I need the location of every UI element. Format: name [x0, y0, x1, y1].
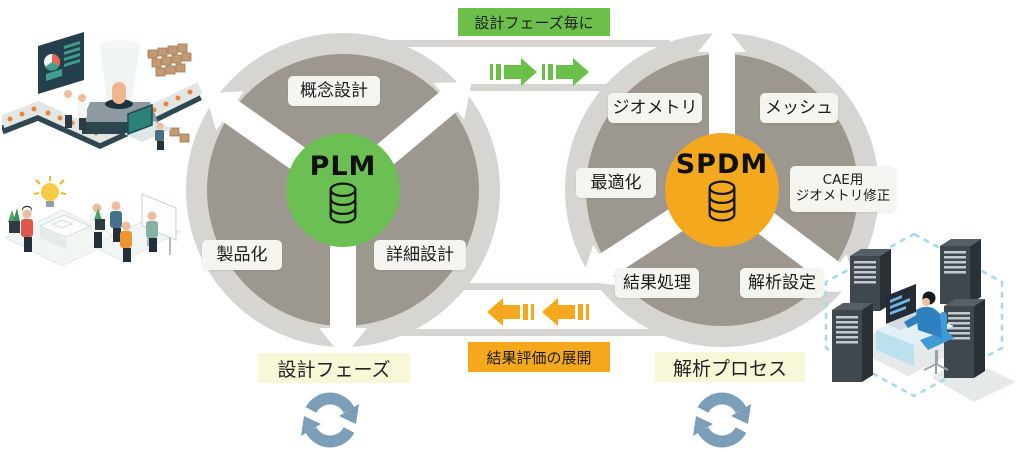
phase-label: 製品化	[216, 244, 268, 265]
bottom-flow-banner: 結果評価の展開	[468, 342, 610, 372]
database-icon	[708, 180, 736, 222]
double-arrow-right-icon	[490, 58, 589, 86]
dashboard-screen	[38, 32, 84, 94]
plm-phase-detail-design: 詳細設計	[374, 240, 466, 270]
cycle-icon	[693, 399, 751, 442]
phase-label: 結果処理	[623, 272, 691, 293]
plm-phase-concept-design: 概念設計	[288, 76, 380, 106]
spdm-phase-cae-geometry-fix: CAE用 ジオメトリ修正	[790, 166, 896, 212]
server-racks	[832, 239, 985, 382]
top-flow-label: 設計フェーズ毎に	[474, 13, 594, 32]
phase-label: ジオメトリ	[612, 97, 698, 118]
phase-label: 詳細設計	[386, 244, 454, 265]
plm-center: PLM	[283, 153, 403, 224]
phase-label: 最適化	[590, 172, 642, 193]
top-flow-banner: 設計フェーズ毎に	[458, 8, 610, 36]
spdm-phase-analysis-setup: 解析設定	[740, 268, 824, 298]
factory-illustration	[2, 32, 202, 150]
double-arrow-left-icon	[487, 298, 589, 326]
workers	[63, 90, 87, 130]
spdm-phase-mesh: メッシュ	[760, 93, 838, 123]
phase-label-line2: ジオメトリ修正	[795, 188, 891, 204]
idea-lightbulb-icon	[33, 176, 67, 207]
phase-label: 解析設定	[748, 272, 816, 293]
spdm-phase-optimization: 最適化	[576, 168, 656, 198]
engineer-workstation	[876, 284, 954, 374]
cycle-icon	[301, 399, 359, 442]
light-beam	[100, 44, 140, 104]
spdm-center-circle	[665, 133, 779, 247]
spdm-center: SPDM	[662, 151, 782, 222]
collaboration-illustration	[4, 176, 182, 267]
spdm-title: SPDM	[675, 149, 769, 180]
plm-caption: 設計フェーズ	[258, 353, 410, 383]
bottom-flow-label: 結果評価の展開	[486, 348, 592, 367]
caption-label: 設計フェーズ	[277, 358, 391, 381]
spdm-phase-geometry: ジオメトリ	[608, 93, 702, 123]
operator-desk	[124, 103, 172, 150]
box-stack	[147, 43, 192, 143]
caption-label: 解析プロセス	[672, 357, 787, 380]
phase-label: メッシュ	[765, 97, 833, 118]
phase-label-line1: CAE用	[822, 172, 864, 189]
spdm-phase-result-processing: 結果処理	[615, 268, 699, 298]
spdm-caption: 解析プロセス	[655, 352, 805, 382]
database-icon	[329, 182, 357, 224]
plm-phase-productization: 製品化	[202, 240, 282, 270]
server-room-illustration	[824, 232, 1016, 402]
phase-label: 概念設計	[300, 80, 368, 101]
plm-center-circle	[286, 133, 400, 247]
network-hexagon	[824, 232, 1004, 398]
plm-title: PLM	[309, 151, 377, 182]
